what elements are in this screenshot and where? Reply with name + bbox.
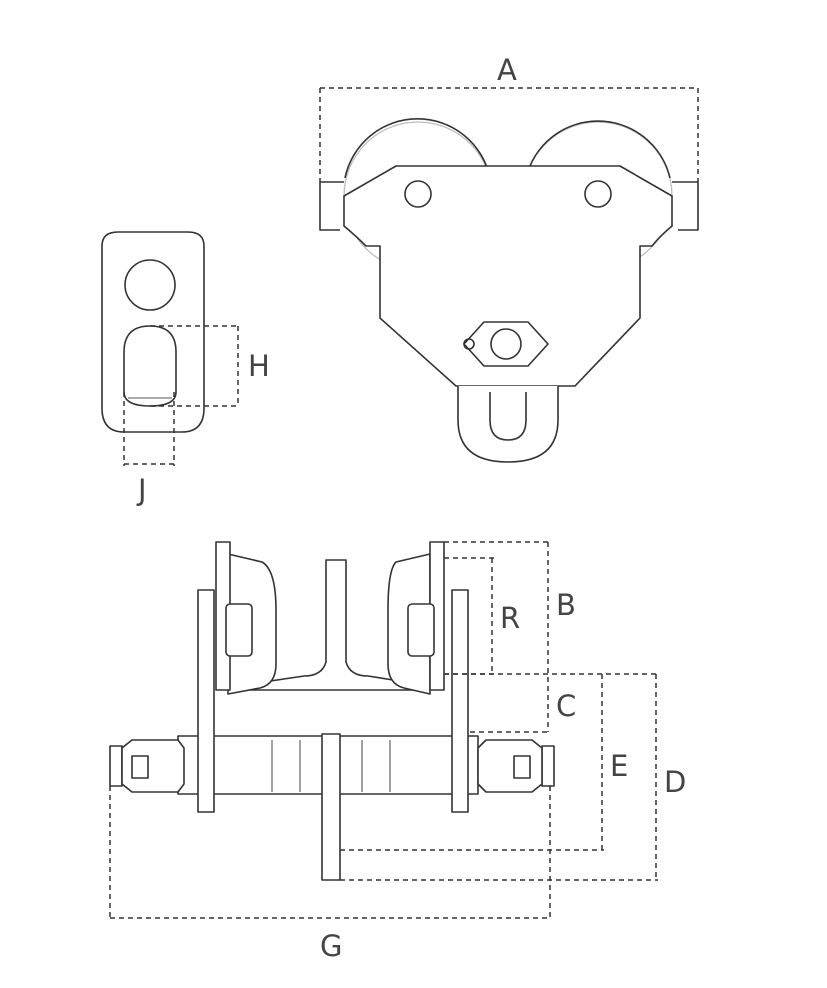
right-side-plate (451, 589, 469, 813)
right-wheel-hub (407, 603, 435, 657)
dimension-j: J (123, 392, 175, 507)
right-axle-end-front (541, 745, 555, 787)
lifting-lug (457, 386, 559, 463)
label-a: A (497, 53, 517, 87)
left-wheel (344, 118, 491, 179)
label-b: B (556, 588, 576, 622)
left-axle-end (319, 181, 344, 231)
right-nut (477, 739, 543, 793)
label-c: C (556, 689, 576, 723)
label-e: E (610, 749, 628, 783)
dimension-e: E (340, 673, 660, 851)
dimension-r: R (444, 557, 520, 675)
dimension-g: G (109, 786, 551, 963)
label-d: D (664, 765, 686, 799)
right-axle-hole (584, 180, 612, 208)
label-j: J (136, 473, 147, 507)
lug-eye (489, 392, 527, 441)
side-plate-detail (101, 231, 205, 433)
label-h: H (248, 349, 270, 383)
trolley-side-view (319, 118, 699, 463)
nut-bore (490, 328, 522, 360)
right-cotter (513, 755, 531, 779)
right-wheel (525, 120, 671, 179)
right-axle-end (672, 181, 699, 231)
slot-hole (123, 325, 177, 407)
dimension-c: C (470, 689, 576, 733)
side-plate (343, 165, 673, 387)
left-wheel-hub (225, 603, 253, 657)
center-lug-plate (321, 733, 341, 881)
trolley-front-view (109, 541, 555, 881)
axle-hole (124, 259, 176, 311)
cotter-ring (463, 338, 475, 350)
dimension-h: H (150, 325, 270, 407)
label-g: G (320, 929, 342, 963)
dimension-b: B (444, 541, 576, 732)
dimension-a: A (319, 53, 699, 182)
left-axle-hole (404, 180, 432, 208)
left-side-plate (197, 589, 215, 813)
left-axle-end-front (109, 745, 123, 787)
left-nut (121, 739, 185, 793)
dimension-d: D (340, 674, 686, 881)
label-r: R (500, 601, 520, 635)
left-cotter (131, 755, 149, 779)
